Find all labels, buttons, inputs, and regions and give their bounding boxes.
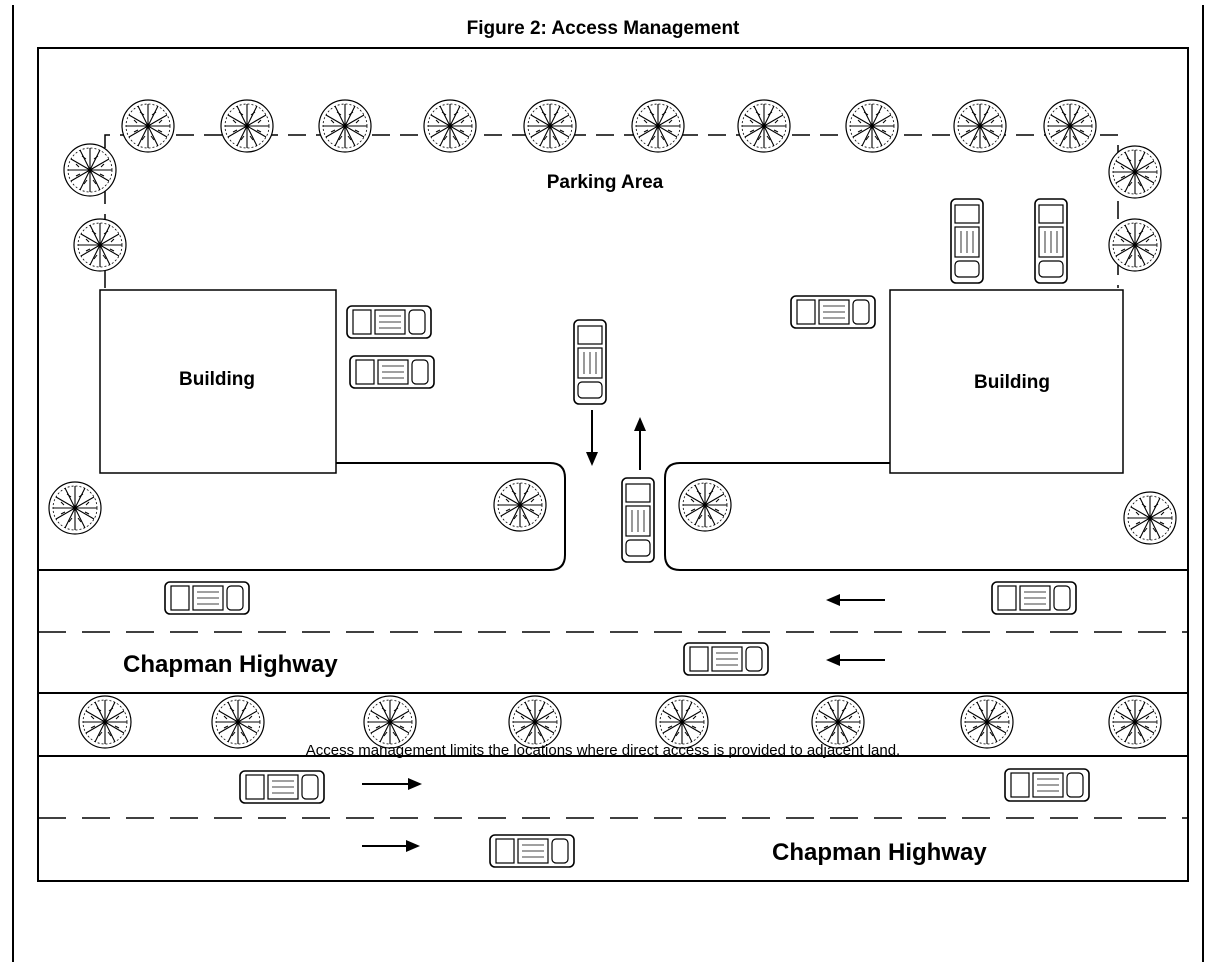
- car-icon: [683, 642, 769, 676]
- tree-icon: [493, 478, 547, 532]
- tree-icon: [631, 99, 685, 153]
- tree-icon: [960, 695, 1014, 749]
- tree-icon: [953, 99, 1007, 153]
- figure-title: Figure 2: Access Management: [466, 18, 740, 39]
- highway-lower-label: Chapman Highway: [772, 839, 987, 866]
- car-icon: [991, 581, 1077, 615]
- building-right: [889, 289, 1124, 474]
- tree-icon: [121, 99, 175, 153]
- tree-icon: [63, 143, 117, 197]
- arrow-down-icon: [586, 410, 598, 466]
- tree-icon: [845, 99, 899, 153]
- car-icon: [790, 295, 876, 329]
- tree-icon: [78, 695, 132, 749]
- arrow-up-icon: [634, 417, 646, 470]
- tree-icon: [423, 99, 477, 153]
- arrow-right-icon: [362, 840, 420, 852]
- car-icon: [349, 355, 435, 389]
- tree-icon: [737, 99, 791, 153]
- tree-icon: [1108, 145, 1162, 199]
- car-icon: [573, 319, 607, 405]
- tree-icon: [811, 695, 865, 749]
- building-left-label: Building: [179, 369, 255, 390]
- arrow-left-icon: [826, 654, 885, 666]
- parking-area-label: Parking Area: [547, 172, 664, 193]
- building-right-label: Building: [974, 372, 1050, 393]
- tree-icon: [508, 695, 562, 749]
- tree-icon: [211, 695, 265, 749]
- tree-icon: [1043, 99, 1097, 153]
- site-boundary: [37, 47, 1189, 882]
- tree-icon: [1123, 491, 1177, 545]
- tree-icon: [678, 478, 732, 532]
- car-icon: [1004, 768, 1090, 802]
- arrow-left-icon: [826, 594, 885, 606]
- tree-icon: [655, 695, 709, 749]
- tree-icon: [220, 99, 274, 153]
- tree-icon: [523, 99, 577, 153]
- tree-icon: [1108, 218, 1162, 272]
- car-icon: [239, 770, 325, 804]
- tree-icon: [73, 218, 127, 272]
- car-icon: [1034, 198, 1068, 284]
- parking-area-boundary: [104, 134, 1119, 288]
- building-left: [99, 289, 337, 474]
- highway-upper-label: Chapman Highway: [123, 651, 338, 678]
- tree-icon: [1108, 695, 1162, 749]
- curb-right: [664, 462, 1188, 571]
- car-icon: [164, 581, 250, 615]
- tree-icon: [318, 99, 372, 153]
- tree-icon: [48, 481, 102, 535]
- car-icon: [346, 305, 432, 339]
- arrow-right-icon: [362, 778, 422, 790]
- curb-left: [38, 462, 566, 571]
- tree-icon: [363, 695, 417, 749]
- car-icon: [621, 477, 655, 563]
- car-icon: [489, 834, 575, 868]
- figure-caption: Access management limits the locations w…: [305, 742, 901, 759]
- car-icon: [950, 198, 984, 284]
- figure-frame: [12, 5, 1204, 962]
